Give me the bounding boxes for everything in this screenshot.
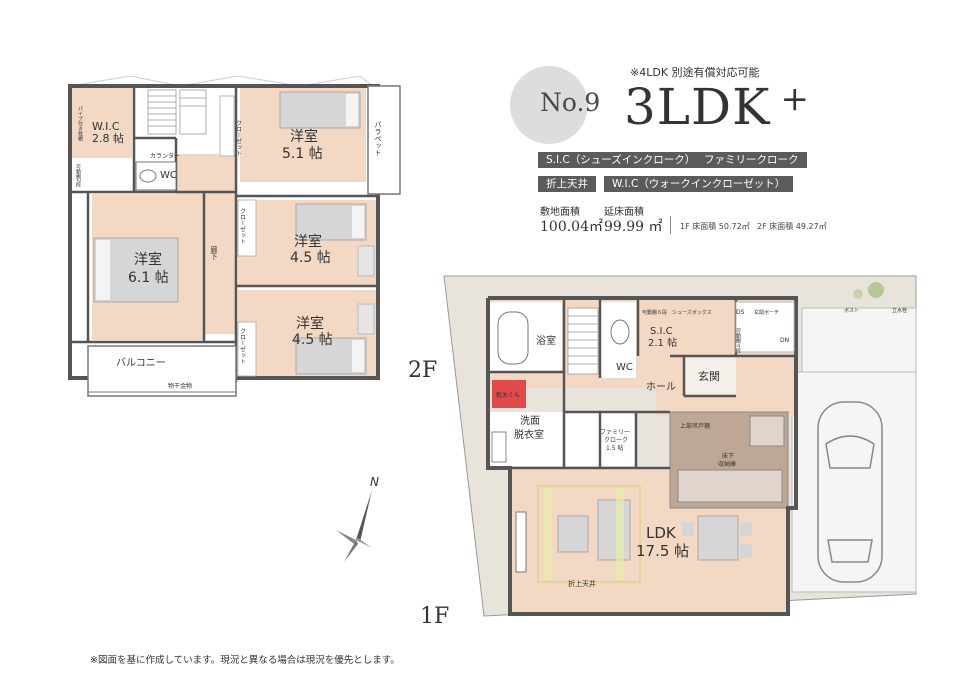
balcony xyxy=(87,345,237,397)
parking-area xyxy=(791,371,917,593)
footnote: ※図面を基に作成しています。現況と異なる場合は現況を優先とします。 xyxy=(90,655,400,666)
floor-label-1f: 1F xyxy=(420,604,450,629)
balcony-label: バルコニー xyxy=(116,357,166,369)
rail-label: 物干金物 xyxy=(168,382,192,390)
area-divider xyxy=(670,216,671,234)
stairs-2f xyxy=(147,89,207,135)
bath-label: 浴室 xyxy=(536,334,556,347)
shoebox-label: シューズボックス xyxy=(672,309,712,316)
room-d-size: 6.1 帖 xyxy=(128,270,169,286)
compass: N xyxy=(336,475,379,562)
upper-cabinet-label: 上部吊戸棚 xyxy=(680,422,710,430)
dryer-label: 乾太くん xyxy=(496,391,520,399)
option-note: ※4LDK 別途有償対応可能 xyxy=(630,66,760,79)
ds-label: DS xyxy=(736,309,745,316)
faucet-label: 立水栓 xyxy=(892,307,907,314)
layout-title: 3LDK+ xyxy=(624,78,810,136)
porch-label: 玄関ポーチ xyxy=(754,309,779,316)
room-a-label: 洋室 xyxy=(290,128,318,145)
shelf4-label: 可動棚４段 xyxy=(735,328,741,354)
plan-number-badge: No.9 xyxy=(510,66,600,144)
floor-plan-1f: 乾太くん 浴室 WC S.I.C 2.1 帖 ホール 玄関 洗面 脱衣室 ファミ… xyxy=(443,275,917,617)
closet-label-c: クローゼット xyxy=(239,328,246,364)
room-b-size: 4.5 帖 xyxy=(290,250,331,266)
floor-storage-label: 床下 収納庫 xyxy=(718,452,736,468)
pipe-shelf-label: パイプ付き枕棚 xyxy=(77,106,83,142)
dryer-unit xyxy=(492,380,526,408)
ldk-size: 17.5 帖 xyxy=(636,542,689,560)
parapet-label: パラペット xyxy=(374,121,382,156)
movable-shelf-label: 可動棚2段 xyxy=(75,164,81,189)
post-label: ポスト xyxy=(844,307,859,314)
room-a-size: 5.1 帖 xyxy=(282,146,323,162)
washroom-line1: 洗面 xyxy=(520,415,540,427)
parapet xyxy=(367,85,401,195)
floor-area-label: 延床面積 xyxy=(604,207,644,218)
layout-plus: + xyxy=(780,79,810,119)
wc-1f-label: WC xyxy=(616,362,633,373)
floor2-area: 2F 床面積 49.27㎡ xyxy=(757,222,827,231)
site-area-value: 100.04㎡ xyxy=(540,219,603,235)
floor-area-value: 99.99 ㎡ xyxy=(604,219,663,235)
room-d-label: 洋室 xyxy=(134,251,162,268)
plan-number: No.9 xyxy=(540,88,601,117)
room-c-size: 4.5 帖 xyxy=(292,332,333,348)
toilet-1f xyxy=(610,319,630,345)
sofa xyxy=(597,499,631,561)
plant-icon xyxy=(868,282,884,298)
hall-1f-label: ホール xyxy=(646,381,676,393)
feature-tag-wic: W.I.C（ウォークインクローゼット） xyxy=(604,176,794,192)
floor-label-2f: 2F xyxy=(408,358,438,383)
washroom-line2: 脱衣室 xyxy=(514,428,544,441)
floor-plan-2f: パラペット W.I.C 2.8 帖 洋室 5.1 帖 洋室 4.5 帖 洋室 4… xyxy=(68,76,401,397)
sic-label: S.I.C xyxy=(650,326,673,337)
floor1-area: 1F 床面積 50.72㎡ xyxy=(680,222,750,231)
feature-tag-family-closet: ファミリークローク xyxy=(696,152,807,168)
wic-label: W.I.C xyxy=(92,120,120,133)
entrance-label: 玄関 xyxy=(698,369,720,383)
wc-2f-label: WC xyxy=(160,170,177,181)
sic-size: 2.1 帖 xyxy=(648,336,677,349)
room-c-label: 洋室 xyxy=(296,315,324,332)
curtain-label: カランター xyxy=(150,152,180,160)
feature-tag-sic: S.I.C（シューズインクローク） xyxy=(538,152,704,168)
compass-needle xyxy=(356,490,372,542)
site-area-label: 敷地面積 xyxy=(540,207,580,218)
family-closet-label: ファミリー クローク 1.5 帖 xyxy=(600,429,632,452)
car-icon xyxy=(817,401,883,583)
tv-board xyxy=(515,511,527,573)
feature-tag-ceiling: 折上天井 xyxy=(538,176,596,192)
closet-label-b: クローゼット xyxy=(239,208,246,244)
coffee-table xyxy=(557,515,589,553)
dining-table xyxy=(697,515,739,561)
room-b-label: 洋室 xyxy=(294,233,322,250)
hall-2f-label: 廊下 xyxy=(210,245,218,261)
dn-label: DN xyxy=(780,337,789,344)
raised-ceiling-frame xyxy=(537,485,641,583)
washroom-label: 洗面 脱衣室 xyxy=(514,415,544,441)
shelf6-label: 可動棚６段 xyxy=(642,309,667,316)
layout-type: 3LDK xyxy=(624,78,771,136)
compass-letter: N xyxy=(370,475,379,489)
bathtub xyxy=(497,311,529,365)
closet-label-a: クローゼット xyxy=(235,120,242,156)
ceiling-label: 折上天井 xyxy=(568,579,596,588)
stairs-1f xyxy=(567,307,599,375)
ldk-label: LDK xyxy=(646,524,677,542)
wic-size: 2.8 帖 xyxy=(92,132,124,145)
